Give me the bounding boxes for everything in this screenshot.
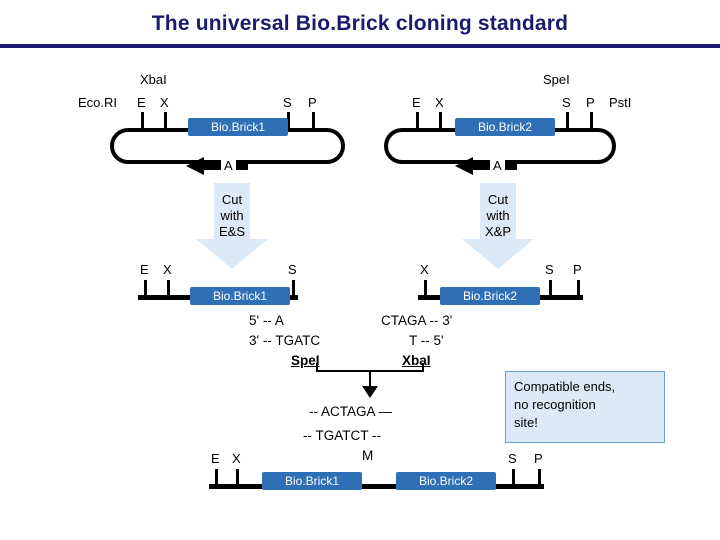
arrow-a-right	[455, 157, 517, 175]
cut-left-text: Cut with E&S	[196, 192, 268, 240]
label-p-top-right: P	[586, 95, 595, 110]
seq-joined-top: -- ACTAGA —	[309, 404, 393, 419]
label-s-top-right: S	[562, 95, 571, 110]
cut-right-line1: Cut	[487, 192, 509, 207]
tick-e-mid-left	[144, 280, 147, 298]
callout-line3: site!	[514, 415, 538, 430]
label-spel-top: SpeI	[543, 72, 570, 87]
page-title: The universal Bio.Brick cloning standard	[151, 12, 569, 35]
label-e-top-left: E	[137, 95, 146, 110]
cut-arrow-right	[462, 183, 534, 269]
tick-x-mid-left	[167, 280, 170, 298]
label-x-bottom: X	[232, 451, 241, 466]
label-pstl-top: PstI	[609, 95, 632, 110]
tick-e-bottom	[215, 469, 218, 487]
label-a-left: A	[221, 158, 236, 173]
label-e-top-right: E	[412, 95, 421, 110]
label-ecori-top: Eco.RI	[78, 95, 118, 110]
label-s-bottom: S	[508, 451, 517, 466]
seq-left-enzyme: SpeI	[291, 353, 320, 368]
tick-x-top-right	[439, 112, 442, 130]
tick-s-bottom	[512, 469, 515, 487]
tick-x-bottom	[236, 469, 239, 487]
label-x-mid-right: X	[420, 262, 429, 277]
label-xbal-top: XbaI	[140, 72, 167, 87]
seq-right-top: CTAGA -- 3'	[381, 313, 453, 328]
seq-right-bottom: T -- 5'	[409, 333, 444, 348]
label-s-top-left: S	[283, 95, 292, 110]
tick-p-mid-right	[577, 280, 580, 298]
label-x-mid-left: X	[163, 262, 172, 277]
tick-p-top-left	[312, 112, 315, 130]
tick-e-top-left	[141, 112, 144, 130]
tick-e-top-right	[416, 112, 419, 130]
label-a-right: A	[490, 158, 505, 173]
seq-joined-bottom: -- TGATCT --	[303, 428, 381, 443]
seq-left-bottom: 3' -- TGATC	[249, 333, 321, 348]
cut-right-text: Cut with X&P	[462, 192, 534, 240]
label-x-top-right: X	[435, 95, 444, 110]
title-divider	[0, 44, 720, 48]
tick-p-bottom	[538, 469, 541, 487]
merge-bracket-left	[316, 363, 318, 371]
tick-s-mid-right	[549, 280, 552, 298]
label-p-bottom: P	[534, 451, 543, 466]
callout-compatible-ends: Compatible ends, no recognition site!	[505, 371, 665, 443]
arrow-a-left	[186, 157, 248, 175]
cut-arrow-left	[196, 183, 268, 269]
biobrick1-top-label: Bio.Brick1	[188, 118, 288, 136]
tick-s-mid-left	[292, 280, 295, 298]
cut-left-line2: with	[220, 208, 244, 223]
tick-s-top-right	[566, 112, 569, 130]
cut-left-line1: Cut	[221, 192, 243, 207]
callout-line1: Compatible ends,	[514, 379, 616, 394]
biobrick2-top-label: Bio.Brick2	[455, 118, 555, 136]
cut-right-line2: with	[486, 208, 510, 223]
tick-s-top-left	[287, 112, 290, 130]
cut-left-line3: E&S	[218, 224, 245, 239]
merge-bracket-right	[422, 363, 424, 371]
label-s-mid-right: S	[545, 262, 554, 277]
seq-left-top: 5' -- A	[249, 313, 284, 328]
label-s-mid-left: S	[288, 262, 297, 277]
merge-arrow-head	[362, 386, 378, 398]
biobrick2-bottom-label: Bio.Brick2	[396, 472, 496, 490]
label-p-top-left: P	[308, 95, 317, 110]
assembled-construct-line	[209, 484, 544, 489]
cut-right-line3: X&P	[484, 224, 511, 239]
biobrick2-mid-label: Bio.Brick2	[440, 287, 540, 305]
merge-bracket-down	[369, 370, 371, 392]
callout-line2: no recognition	[514, 397, 596, 412]
tick-x-mid-right	[424, 280, 427, 298]
label-e-bottom: E	[211, 451, 220, 466]
label-x-top-left: X	[160, 95, 169, 110]
label-p-mid-right: P	[573, 262, 582, 277]
biobrick1-bottom-label: Bio.Brick1	[262, 472, 362, 490]
seq-joined-marker: M	[362, 448, 374, 463]
biobrick1-mid-label: Bio.Brick1	[190, 287, 290, 305]
label-e-mid-left: E	[140, 262, 149, 277]
tick-p-top-right	[590, 112, 593, 130]
seq-right-enzyme: XbaI	[402, 353, 431, 368]
tick-x-top-left	[164, 112, 167, 130]
